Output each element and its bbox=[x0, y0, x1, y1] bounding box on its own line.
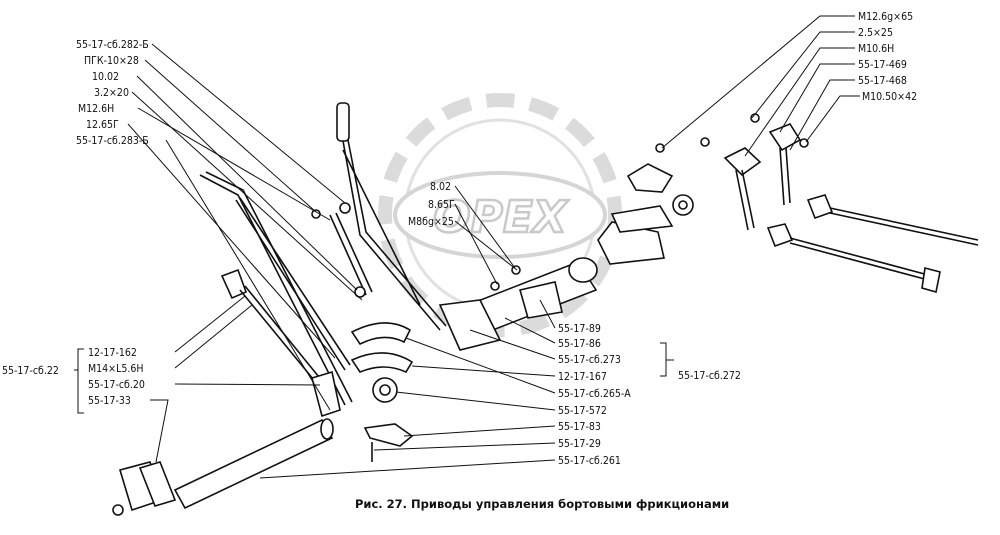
label-3-2x20: 3.2×20 bbox=[94, 87, 129, 99]
label-55-17-sb-283-b: 55-17-сб.283-Б bbox=[76, 135, 149, 147]
label-group-55-17-sb-22: 55-17-сб.22 bbox=[2, 365, 59, 377]
label-8-65g: 8.65Г bbox=[428, 199, 455, 211]
label-m12-6n: М12.6Н bbox=[78, 103, 114, 115]
label-55-17-33: 55-17-33 bbox=[88, 395, 131, 407]
parts-drawing bbox=[112, 102, 979, 516]
label-group-55-17-sb-272: 55-17-сб.272 bbox=[678, 370, 741, 382]
label-55-17-572: 55-17-572 bbox=[558, 405, 607, 417]
watermark-text: OPEX bbox=[433, 192, 569, 243]
label-55-17-29: 55-17-29 bbox=[558, 438, 601, 450]
label-m12-6gx65: М12.6g×65 bbox=[858, 11, 913, 23]
label-12-65g: 12.65Г bbox=[86, 119, 119, 131]
label-12-17-162: 12-17-162 bbox=[88, 347, 137, 359]
label-55-17-86: 55-17-86 bbox=[558, 338, 601, 350]
label-55-17-83: 55-17-83 bbox=[558, 421, 601, 433]
label-55-17-sb-282-b: 55-17-сб.282-Б bbox=[76, 39, 149, 51]
label-m10-50x42: М10.50×42 bbox=[862, 91, 917, 103]
label-55-17-469: 55-17-469 bbox=[858, 59, 907, 71]
label-8-02: 8.02 bbox=[430, 181, 451, 193]
label-55-17-sb-273: 55-17-сб.273 bbox=[558, 354, 621, 366]
leader-lines bbox=[74, 15, 860, 479]
label-55-17-89: 55-17-89 bbox=[558, 323, 601, 335]
label-pgk-10x28: ПГК-10×28 bbox=[84, 55, 139, 67]
label-12-17-167: 12-17-167 bbox=[558, 371, 607, 383]
label-2-5x25: 2.5×25 bbox=[858, 27, 893, 39]
label-10-02: 10.02 bbox=[92, 71, 119, 83]
label-55-17-468: 55-17-468 bbox=[858, 75, 907, 87]
figure-caption: Рис. 27. Приводы управления бортовыми фр… bbox=[355, 497, 729, 511]
label-m10-6n: М10.6Н bbox=[858, 43, 894, 55]
label-m8bgx25: М8бg×25 bbox=[408, 216, 454, 228]
label-55-17-sb-20: 55-17-сб.20 bbox=[88, 379, 145, 391]
watermark-logo: OPEX bbox=[378, 93, 622, 337]
label-55-17-sb-265-a: 55-17-сб.265-А bbox=[558, 388, 631, 400]
callout-labels: 55-17-сб.282-Б ПГК-10×28 10.02 3.2×20 М1… bbox=[2, 11, 917, 511]
label-55-17-sb-261: 55-17-сб.261 bbox=[558, 455, 621, 467]
label-m14xl5-6n: М14×L5.6Н bbox=[88, 363, 143, 375]
